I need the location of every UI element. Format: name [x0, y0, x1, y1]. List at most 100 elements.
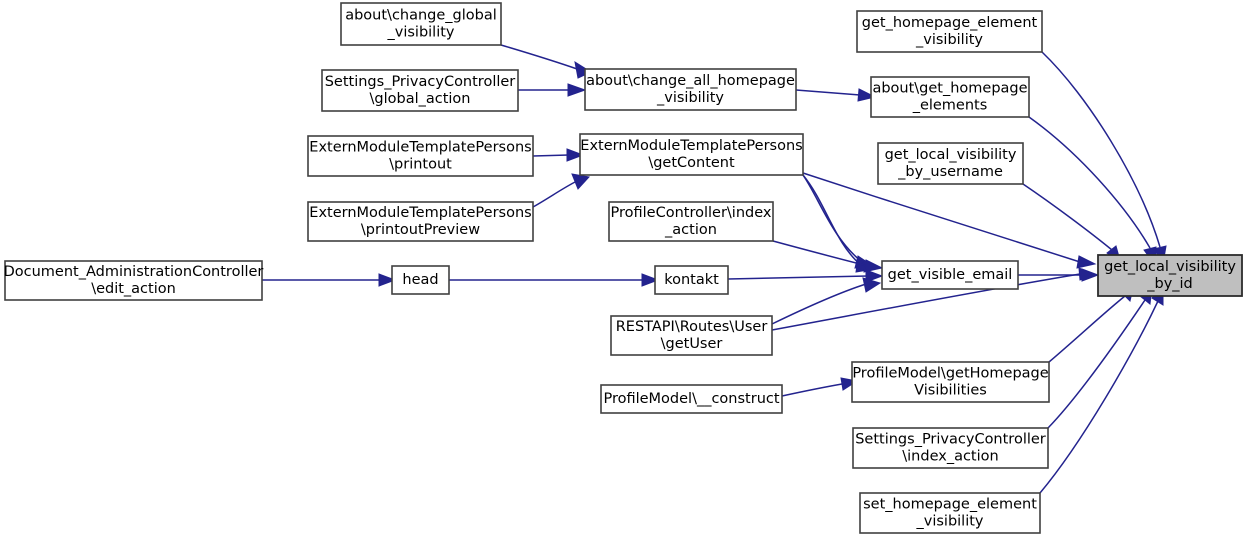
- node-box-current[interactable]: [1097, 254, 1243, 297]
- node-box[interactable]: [608, 201, 774, 242]
- node-label-line: get_homepage_element: [862, 15, 1038, 31]
- edge-line: [532, 154, 570, 157]
- arrowhead-icon: [641, 273, 660, 287]
- node-label-line: \getUser: [661, 336, 723, 352]
- node-label: RESTAPI\Routes\User\getUser: [616, 319, 768, 352]
- node-box[interactable]: [881, 260, 1019, 290]
- edge-line: [1028, 116, 1151, 249]
- node-box[interactable]: [859, 492, 1041, 534]
- node-label-line: about\change_all_homepage: [586, 73, 795, 89]
- node-box[interactable]: [856, 10, 1043, 53]
- node-box[interactable]: [307, 201, 534, 242]
- node-box[interactable]: [579, 133, 804, 176]
- graph-node[interactable]: about\change_global_visibility: [340, 2, 502, 46]
- graph-node[interactable]: Document_AdministrationController\edit_a…: [4, 260, 264, 301]
- edge-line: [1022, 183, 1113, 251]
- node-label-line: \printout: [389, 157, 452, 173]
- node-label-line: \getContent: [648, 155, 735, 171]
- edge-line: [1048, 295, 1126, 363]
- call-edge: [1028, 116, 1157, 267]
- edge-line: [1039, 300, 1159, 494]
- node-label: Document_AdministrationController\edit_a…: [4, 264, 264, 297]
- call-edge: [1039, 285, 1164, 494]
- node-label-line: _visibility: [387, 25, 455, 41]
- node-label: about\change_all_homepage_visibility: [586, 73, 795, 106]
- call-edge: [532, 173, 590, 208]
- graph-node[interactable]: about\get_homepage_elements: [870, 76, 1030, 118]
- node-label-line: get_visible_email: [888, 267, 1013, 283]
- node-label-line: about\change_global: [345, 8, 497, 24]
- graph-node[interactable]: kontakt: [654, 265, 729, 295]
- node-label: Settings_PrivacyController\global_action: [325, 74, 516, 107]
- node-label-line: Settings_PrivacyController: [855, 432, 1046, 448]
- node-box[interactable]: [4, 260, 263, 301]
- graph-node[interactable]: get_local_visibility_by_id: [1097, 254, 1243, 297]
- graph-node[interactable]: RESTAPI\Routes\User\getUser: [610, 315, 773, 356]
- call-edge: [771, 277, 882, 325]
- arrowhead-icon: [567, 83, 587, 97]
- node-box[interactable]: [610, 315, 773, 356]
- node-label-line: ExternModuleTemplatePersons: [580, 138, 802, 154]
- graph-node[interactable]: Settings_PrivacyController\index_action: [852, 427, 1049, 469]
- call-edge: [1018, 268, 1100, 282]
- node-label: get_local_visibility_by_id: [1104, 259, 1236, 292]
- node-box[interactable]: [307, 135, 534, 177]
- node-box[interactable]: [321, 69, 519, 112]
- node-label-line: get_local_visibility: [885, 147, 1017, 163]
- node-label: Settings_PrivacyController\index_action: [855, 432, 1046, 465]
- graph-node[interactable]: set_homepage_element_visibility: [859, 492, 1041, 534]
- edge-line: [802, 174, 863, 267]
- arrowhead-icon: [571, 173, 590, 190]
- graph-node[interactable]: get_homepage_element_visibility: [856, 10, 1043, 53]
- node-box[interactable]: [654, 265, 729, 295]
- node-label: get_homepage_element_visibility: [862, 15, 1038, 48]
- node-label-line: Document_AdministrationController: [4, 264, 264, 280]
- call-edge: [1022, 183, 1122, 266]
- call-edge: [518, 83, 587, 97]
- node-label: ExternModuleTemplatePersons\getContent: [580, 138, 802, 171]
- node-box[interactable]: [851, 361, 1050, 403]
- node-label: kontakt: [664, 272, 719, 288]
- graph-node[interactable]: get_visible_email: [881, 260, 1019, 290]
- call-edge: [802, 174, 876, 273]
- node-box[interactable]: [340, 2, 502, 46]
- graph-node[interactable]: head: [391, 265, 450, 295]
- graph-node[interactable]: ProfileController\index_action: [608, 201, 774, 242]
- call-edge: [262, 273, 397, 287]
- node-label: about\get_homepage_elements: [872, 81, 1027, 114]
- node-box[interactable]: [391, 265, 450, 295]
- graph-node[interactable]: ProfileModel\__construct: [600, 384, 783, 414]
- node-box[interactable]: [600, 384, 783, 414]
- node-label-line: kontakt: [664, 272, 719, 288]
- node-label-line: ProfileModel\getHomepage: [852, 366, 1048, 382]
- call-edge: [532, 148, 585, 162]
- arrowhead-icon: [378, 273, 397, 287]
- node-box[interactable]: [584, 68, 797, 111]
- node-label-line: _by_username: [897, 164, 1003, 180]
- node-label-line: _by_id: [1146, 276, 1193, 292]
- edge-line: [532, 180, 578, 208]
- node-label: ExternModuleTemplatePersons\printout: [309, 140, 531, 173]
- arrowhead-icon: [863, 259, 884, 273]
- node-box[interactable]: [870, 76, 1030, 118]
- node-layer: about\change_global_visibilitySettings_P…: [4, 2, 1243, 534]
- call-edge: [795, 88, 877, 102]
- node-box[interactable]: [852, 427, 1049, 469]
- graph-node[interactable]: about\change_all_homepage_visibility: [584, 68, 797, 111]
- edge-line: [1041, 51, 1161, 248]
- edge-line: [795, 89, 861, 96]
- graph-node[interactable]: ExternModuleTemplatePersons\printout: [307, 135, 534, 177]
- node-box[interactable]: [877, 142, 1024, 185]
- arrowhead-icon: [566, 148, 585, 162]
- graph-node[interactable]: ExternModuleTemplatePersons\printoutPrev…: [307, 201, 534, 242]
- graph-node[interactable]: ExternModuleTemplatePersons\getContent: [579, 133, 804, 176]
- node-label-line: Visibilities: [914, 383, 987, 399]
- node-label-line: about\get_homepage: [872, 81, 1027, 97]
- call-edge: [802, 172, 1097, 269]
- node-label-line: ProfileController\index: [611, 205, 772, 221]
- call-edge: [781, 377, 859, 397]
- node-label-line: _visibility: [916, 514, 984, 530]
- graph-node[interactable]: get_local_visibility_by_username: [877, 142, 1024, 185]
- graph-node[interactable]: Settings_PrivacyController\global_action: [321, 69, 519, 112]
